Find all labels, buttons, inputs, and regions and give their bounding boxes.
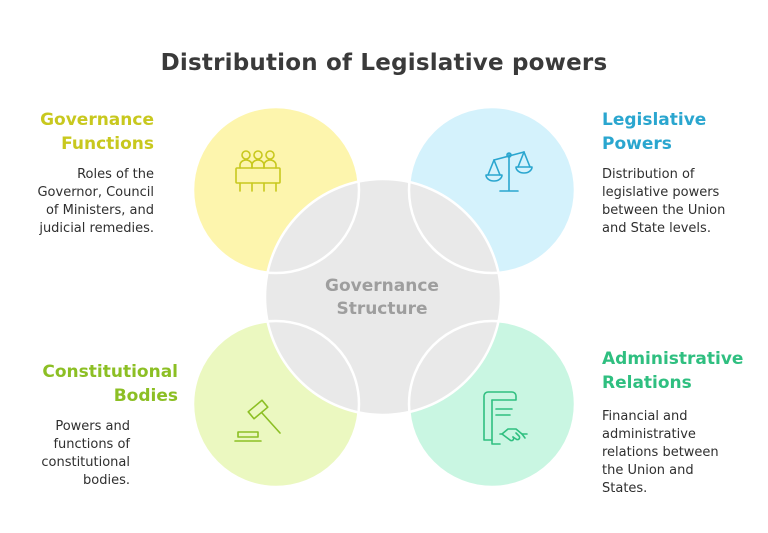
governance-desc-line: of Ministers, and	[45, 203, 154, 218]
constitutional-desc-line: bodies.	[83, 473, 130, 488]
legislative-desc-line: legislative powers	[602, 185, 720, 200]
gavel-icon	[234, 399, 281, 442]
legislative-heading-line2: Powers	[602, 134, 672, 154]
governance-desc-line: judicial remedies.	[39, 221, 154, 236]
legislative-description: Distribution of legislative powers betwe…	[602, 166, 725, 238]
center-circle	[265, 179, 501, 415]
page-title: Distribution of Legislative powers	[160, 50, 608, 76]
constitutional-heading-line2: Bodies	[113, 386, 178, 406]
administrative-description: Financial and administrative relations b…	[602, 408, 719, 498]
governance-description: Roles of the Governor, Council of Minist…	[37, 166, 154, 238]
center-label-line2: Structure	[336, 299, 428, 319]
center-label: Governance Structure	[282, 275, 482, 321]
legislative-desc-line: and State levels.	[602, 221, 711, 236]
legislative-heading: Legislative Powers	[602, 108, 706, 156]
council-members-icon	[235, 150, 281, 192]
administrative-desc-line: relations between	[602, 445, 719, 460]
governance-heading-line1: Governance	[40, 110, 154, 130]
administrative-desc-line: administrative	[602, 427, 696, 442]
scales-icon	[485, 151, 533, 192]
constitutional-desc-line: constitutional	[41, 455, 130, 470]
constitutional-heading: Constitutional Bodies	[42, 360, 178, 408]
legislative-desc-line: between the Union	[602, 203, 726, 218]
governance-desc-line: Governor, Council	[37, 185, 154, 200]
agreement-handshake-icon	[483, 391, 528, 445]
constitutional-heading-line1: Constitutional	[42, 362, 178, 382]
governance-heading: Governance Functions	[40, 108, 154, 156]
constitutional-desc-line: functions of	[53, 437, 130, 452]
legislative-heading-line1: Legislative	[602, 110, 707, 130]
governance-heading-line2: Functions	[61, 134, 154, 154]
administrative-desc-line: States.	[602, 481, 648, 496]
legislative-desc-line: Distribution of	[602, 167, 695, 182]
constitutional-description: Powers and functions of constitutional b…	[41, 418, 130, 490]
constitutional-desc-line: Powers and	[55, 419, 130, 434]
center-label-line1: Governance	[325, 276, 439, 296]
administrative-heading: Administrative Relations	[602, 347, 743, 395]
governance-desc-line: Roles of the	[77, 167, 154, 182]
administrative-desc-line: the Union and	[602, 463, 694, 478]
administrative-desc-line: Financial and	[602, 409, 688, 424]
administrative-heading-line1: Administrative	[602, 349, 744, 369]
administrative-heading-line2: Relations	[602, 373, 692, 393]
